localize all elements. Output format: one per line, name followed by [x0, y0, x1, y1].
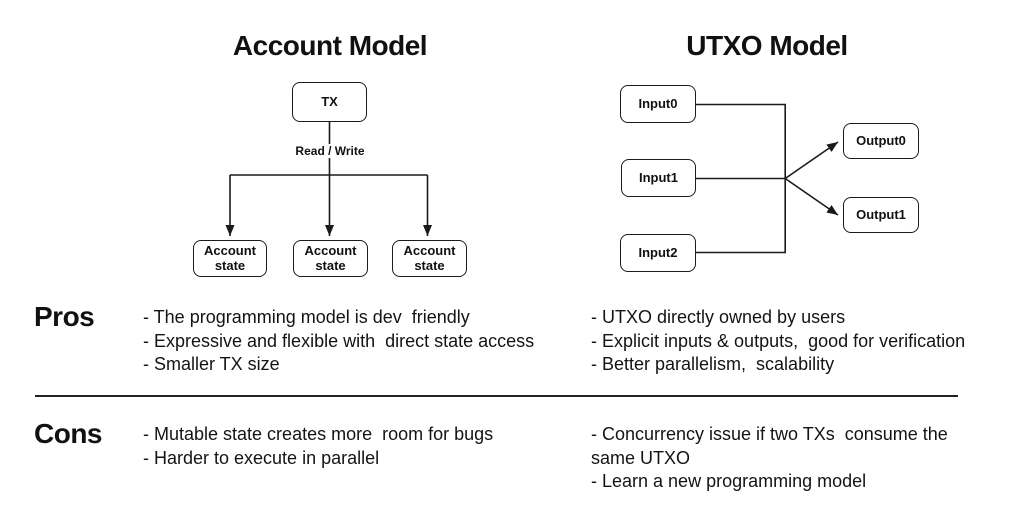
output1-node: Output1 — [843, 197, 919, 233]
list-item: - Smaller TX size — [143, 354, 280, 374]
input1-node: Input1 — [621, 159, 696, 197]
list-item: - Harder to execute in parallel — [143, 447, 380, 468]
list-item: - Expressive and flexible with direct st… — [143, 330, 535, 351]
account-state-node-1: Account state — [193, 240, 267, 277]
list-item: - The programming model is dev friendly — [143, 307, 470, 327]
list-item: - Mutable state creates more room for bu… — [143, 424, 494, 444]
input2-node: Input2 — [620, 234, 696, 272]
list-item: - Explicit inputs & outputs, good for ve… — [591, 330, 966, 351]
output0-node: Output0 — [843, 123, 919, 159]
tx-node: TX — [292, 82, 367, 122]
account-model-title: Account Model — [232, 30, 428, 61]
input0-node: Input0 — [620, 85, 696, 123]
cons-utxo-list: - Concurrency issue if two TXs consume t… — [591, 423, 976, 494]
list-item: - Concurrency issue if two TXs consume t… — [591, 424, 953, 468]
pros-label: Pros — [34, 301, 95, 332]
cons-account-list: - Mutable state creates more room for bu… — [143, 423, 603, 470]
section-divider — [35, 395, 958, 397]
cons-label: Cons — [34, 418, 103, 449]
account-state-node-3: Account state — [392, 240, 467, 277]
read-write-label: Read / Write — [290, 144, 370, 158]
list-item: - UTXO directly owned by users — [591, 307, 846, 327]
account-state-node-2: Account state — [293, 240, 368, 277]
pros-utxo-list: - UTXO directly owned by users - Explici… — [591, 306, 1023, 377]
list-item: - Better parallelism, scalability — [591, 354, 835, 374]
utxo-model-title: UTXO Model — [686, 30, 848, 61]
pros-account-list: - The programming model is dev friendly … — [143, 306, 603, 377]
list-item: - Learn a new programming model — [591, 471, 867, 491]
